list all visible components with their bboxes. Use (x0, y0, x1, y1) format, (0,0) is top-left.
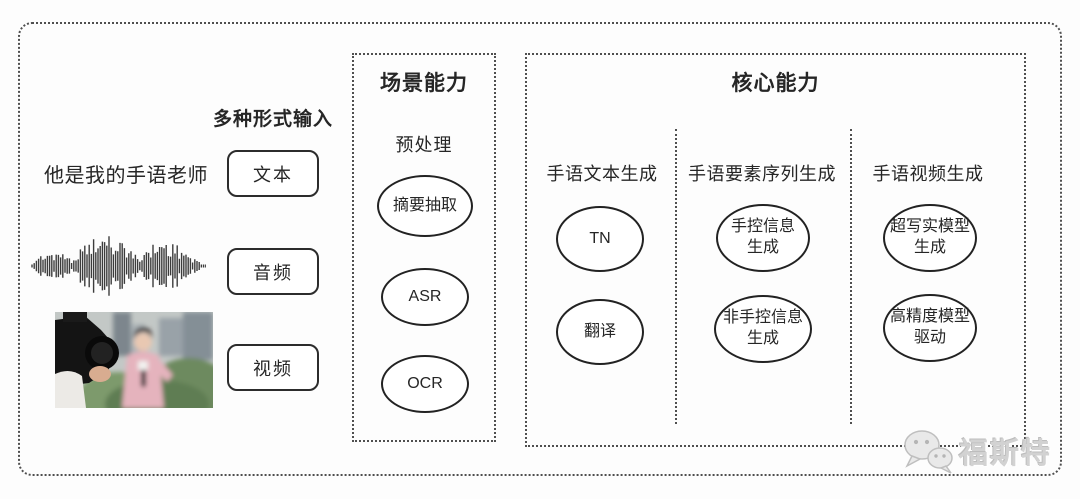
node-translation: 翻译 (556, 299, 644, 365)
core-capability-box: 核心能力 手语文本生成 TN 翻译 手语要素序列生成 手控信息 生成 非手控信息… (525, 53, 1026, 447)
input-type-text-label: 文本 (253, 164, 293, 185)
node-hyperreal-model-generation: 超写实模型 生成 (883, 204, 977, 272)
column-separator-1 (675, 129, 677, 424)
scene-box-title: 场景能力 (380, 72, 468, 95)
node-high-precision-model-driving: 高精度模型 驱动 (883, 294, 977, 362)
node-asr: ASR (381, 268, 469, 326)
column-header-video-generation: 手语视频生成 (872, 164, 984, 184)
column-header-element-sequence: 手语要素序列生成 (688, 164, 836, 184)
input-type-video-label: 视频 (253, 358, 293, 379)
outer-frame (18, 22, 1062, 476)
node-non-manual-info-generation: 非手控信息 生成 (714, 295, 812, 363)
interview-photo-art (55, 312, 213, 408)
scene-box-subtitle: 预处理 (395, 135, 453, 155)
sample-sentence: 他是我的手语老师 (44, 165, 208, 187)
node-manual-info-generation: 手控信息 生成 (716, 204, 810, 272)
input-type-video: 视频 (227, 344, 319, 391)
node-tn: TN (556, 206, 644, 272)
watermark-text: 福斯特 (959, 438, 1053, 470)
input-type-text: 文本 (227, 150, 319, 197)
scene-capability-box: 场景能力 预处理 摘要抽取 ASR OCR (352, 53, 496, 442)
node-ocr: OCR (381, 355, 469, 413)
core-box-title: 核心能力 (731, 72, 820, 95)
wechat-icon (904, 430, 953, 474)
watermark: 福斯特 (901, 427, 1052, 475)
audio-waveform-icon (31, 236, 206, 296)
node-summary-extraction: 摘要抽取 (377, 175, 473, 237)
input-type-audio: 音频 (227, 248, 319, 295)
column-separator-2 (850, 129, 852, 424)
input-heading: 多种形式输入 (212, 109, 334, 130)
input-type-audio-label: 音频 (253, 262, 293, 283)
interview-photo (55, 312, 213, 408)
column-header-text-generation: 手语文本生成 (546, 164, 658, 184)
